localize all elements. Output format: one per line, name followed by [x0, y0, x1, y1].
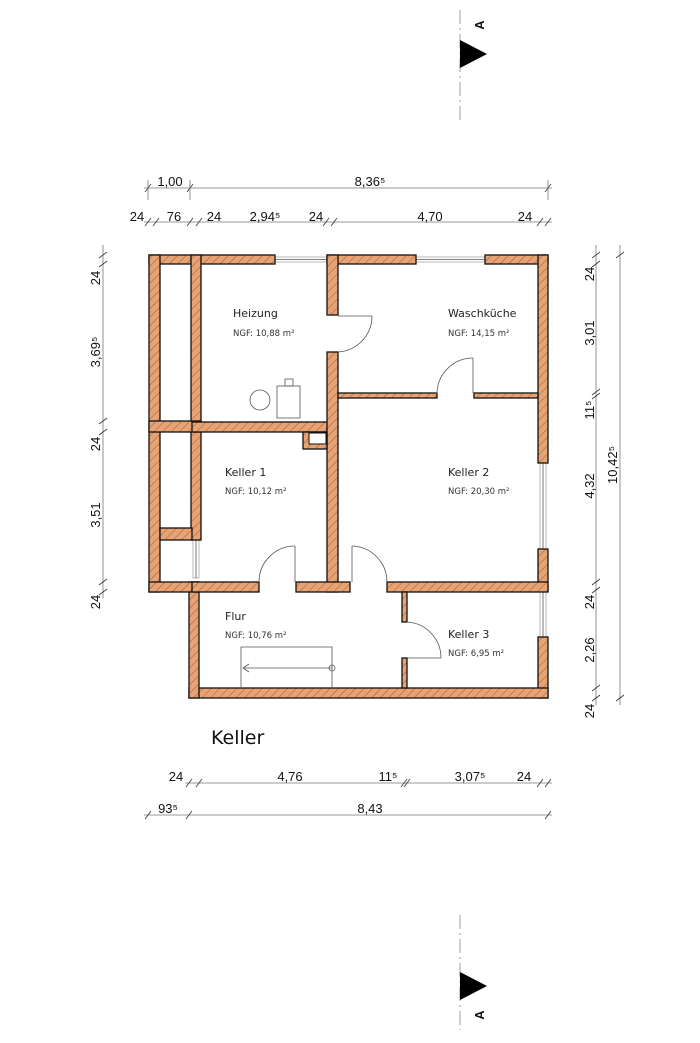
- dim-label: 4,76: [277, 769, 302, 784]
- room-flur: Flur NGF: 10,76 m²: [225, 610, 286, 641]
- dimension-bottom-overall: 93⁵ 8,43: [144, 801, 552, 820]
- boiler-icon: [276, 385, 301, 419]
- dim-label: 2,26: [582, 637, 597, 662]
- dim-label: 24: [130, 209, 144, 224]
- dim-label: 3,07⁵: [455, 769, 486, 784]
- door-waschkueche: [436, 357, 474, 395]
- tank-icon: [249, 389, 271, 411]
- dim-label: 10,42⁵: [605, 446, 620, 484]
- dim-label: 24: [582, 704, 597, 718]
- dim-label: 8,36⁵: [355, 174, 386, 189]
- room-keller3: Keller 3 NGF: 6,95 m²: [448, 628, 504, 659]
- room-name: Keller 3: [448, 628, 489, 641]
- section-label-top: A: [472, 20, 487, 30]
- dim-label: 93⁵: [158, 801, 178, 816]
- boiler-fixtures: [249, 378, 301, 419]
- dim-label: 11⁵: [379, 769, 398, 784]
- stairs: [240, 646, 336, 688]
- door-keller1: [258, 545, 296, 583]
- dim-label: 3,51: [88, 502, 103, 527]
- room-name: Keller 1: [225, 466, 266, 479]
- room-area: NGF: 20,30 m²: [448, 487, 509, 497]
- dim-label: 76: [167, 209, 181, 224]
- dim-label: 4,32: [582, 473, 597, 498]
- room-heizung: Heizung NGF: 10,88 m²: [233, 307, 294, 339]
- door-keller3: [406, 621, 442, 659]
- room-name: Flur: [225, 610, 246, 623]
- section-label-bottom: A: [472, 1010, 487, 1020]
- dim-label: 24: [88, 271, 103, 285]
- section-marker-bottom: A: [459, 915, 487, 1030]
- room-area: NGF: 10,12 m²: [225, 487, 286, 497]
- room-area: NGF: 10,88 m²: [233, 329, 294, 339]
- dim-label: 8,43: [357, 801, 382, 816]
- dim-label: 24: [582, 595, 597, 609]
- doors: [258, 315, 474, 659]
- walls: [148, 254, 549, 699]
- room-area: NGF: 6,95 m²: [448, 649, 504, 659]
- windows: [192, 256, 547, 638]
- room-area: NGF: 14,15 m²: [448, 329, 509, 339]
- dim-label: 2,94⁵: [250, 209, 281, 224]
- room-keller1: Keller 1 NGF: 10,12 m²: [225, 466, 286, 497]
- dim-label: 11⁵: [582, 401, 597, 420]
- room-name: Heizung: [233, 307, 278, 320]
- dim-label: 24: [517, 769, 531, 784]
- door-heizung: [337, 315, 373, 353]
- dimension-right-overall: 10,42⁵: [605, 245, 625, 705]
- dim-label: 1,00: [157, 174, 182, 189]
- dim-label: 3,01: [582, 320, 597, 345]
- section-marker-top: A: [459, 10, 487, 120]
- dim-label: 24: [88, 595, 103, 609]
- dim-label: 24: [309, 209, 323, 224]
- door-keller2: [351, 545, 388, 583]
- dimension-left: 24 3,69⁵ 24 3,51 24: [88, 245, 108, 609]
- dim-label: 24: [518, 209, 532, 224]
- section-arrow-icon: [460, 972, 487, 1000]
- dimension-bottom-detail: 24 4,76 11⁵ 3,07⁵ 24: [169, 769, 552, 788]
- room-area: NGF: 10,76 m²: [225, 631, 286, 641]
- dim-label: 24: [582, 267, 597, 281]
- dimension-right-detail: 24 3,01 11⁵ 4,32 24 2,26 24: [582, 245, 601, 718]
- dim-label: 24: [207, 209, 221, 224]
- room-name: Keller 2: [448, 466, 489, 479]
- room-keller2: Keller 2 NGF: 20,30 m²: [448, 466, 509, 497]
- dim-label: 24: [88, 437, 103, 451]
- dimension-top-detail: 24 76 24 2,94⁵ 24 4,70 24: [130, 209, 552, 227]
- dim-label: 3,69⁵: [88, 337, 103, 368]
- dimension-top-overall: 1,00 8,36⁵: [144, 174, 552, 200]
- room-name: Waschküche: [448, 307, 517, 320]
- room-waschkueche: Waschküche NGF: 14,15 m²: [448, 307, 517, 339]
- plan-title: Keller: [211, 727, 264, 749]
- dim-label: 24: [169, 769, 183, 784]
- section-arrow-icon: [460, 40, 487, 68]
- dim-label: 4,70: [417, 209, 442, 224]
